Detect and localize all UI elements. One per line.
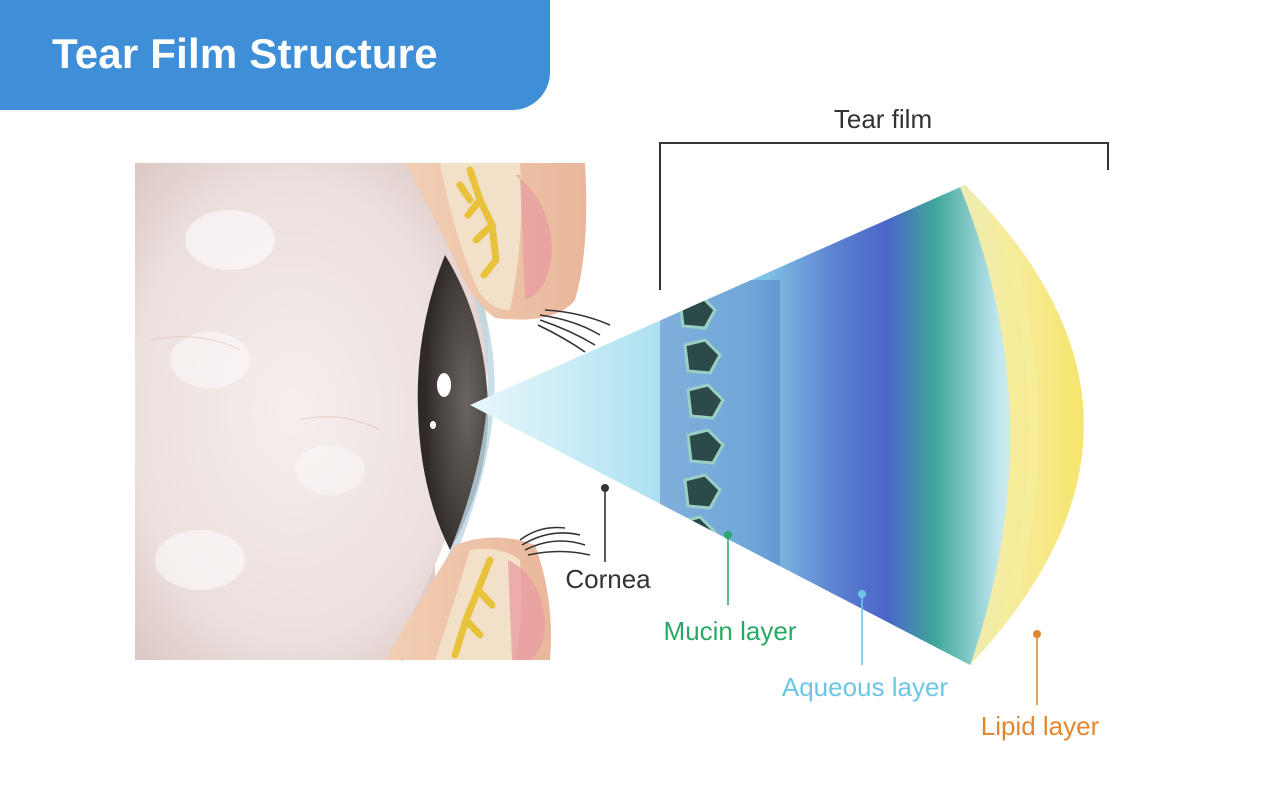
lower-eyelid bbox=[385, 526, 591, 660]
cornea-label: Cornea bbox=[565, 564, 651, 594]
tear-film-bracket bbox=[659, 142, 1109, 290]
eyeball bbox=[135, 163, 489, 660]
aqueous-pointer bbox=[858, 590, 866, 665]
cornea-pointer bbox=[601, 484, 609, 562]
mucin-pointer bbox=[724, 531, 732, 605]
page-title: Tear Film Structure bbox=[52, 30, 438, 77]
title-banner: Tear Film Structure bbox=[0, 0, 550, 110]
mucin-label: Mucin layer bbox=[664, 616, 797, 646]
upper-eyelid bbox=[405, 163, 611, 353]
lipid-label: Lipid layer bbox=[981, 711, 1100, 741]
lipid-pointer bbox=[1033, 630, 1041, 705]
aqueous-label: Aqueous layer bbox=[782, 672, 949, 702]
tear-film-label: Tear film bbox=[834, 104, 932, 134]
